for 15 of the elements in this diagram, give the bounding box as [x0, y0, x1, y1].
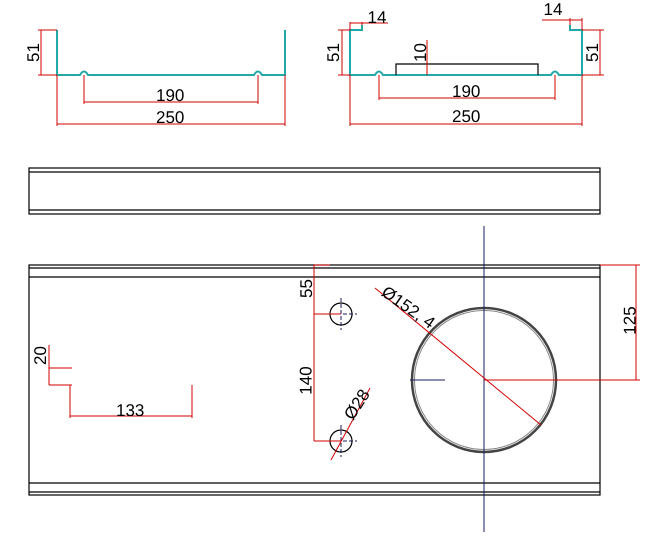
dimension-text: 51: [324, 42, 342, 62]
dimension-text: 190: [156, 86, 184, 104]
dimension-text: 20: [31, 346, 48, 364]
dimension-text: 14: [544, 0, 562, 18]
dimension-text: 190: [452, 82, 480, 100]
dimension-text: 250: [452, 108, 480, 124]
dimension-text: 10: [411, 42, 428, 62]
dimension-text: 51: [24, 42, 42, 62]
dimension-text: 14: [368, 8, 386, 26]
dimension-text: 250: [156, 108, 184, 126]
dimension-text: 51: [583, 42, 600, 62]
dimension-text: 55: [297, 278, 314, 298]
dimension-text: 133: [116, 402, 144, 418]
dimension-text: 125: [622, 306, 639, 334]
dimension-text: 140: [298, 366, 315, 394]
